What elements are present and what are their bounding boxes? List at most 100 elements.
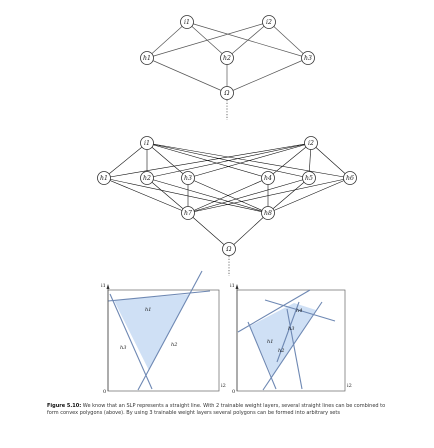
node-label: h2 <box>223 55 231 62</box>
net2-edge <box>267 142 312 179</box>
node-circle <box>181 206 195 220</box>
boundary-line <box>137 270 203 391</box>
node-label: h7 <box>184 210 192 217</box>
y-axis-arrowhead <box>106 284 110 289</box>
net1-edge <box>226 21 270 59</box>
node-label: i2 <box>308 140 314 147</box>
region-plot-right: h1 h2 h3 h4 i2 i1 0 <box>230 283 352 395</box>
network-1: i1 i2 h1 h2 h3 Ω <box>140 15 315 120</box>
net1-edge <box>268 21 309 59</box>
node-label: h5 <box>305 175 313 182</box>
node-circle <box>140 171 154 185</box>
net2-output: Ω <box>222 242 236 256</box>
node-circle <box>261 206 275 220</box>
net2-edge <box>267 177 310 214</box>
net2-hidden-h3: h3 <box>181 171 195 185</box>
net1-edge <box>146 21 188 59</box>
node-label: h3 <box>184 175 192 182</box>
node-label: h1 <box>100 175 108 182</box>
node-circle <box>220 86 234 100</box>
caption-text: We know that an SLP represents a straigh… <box>47 403 386 416</box>
net1-hidden-h1: h1 <box>140 51 154 65</box>
node-label: Ω <box>225 246 231 253</box>
node-label: Ω <box>223 90 229 97</box>
net2-edge <box>267 177 351 214</box>
net2-edge <box>228 212 269 250</box>
net1-hidden-h2: h2 <box>220 51 234 65</box>
point-label: h1 <box>145 307 151 313</box>
net2-hidden-h7: h7 <box>181 206 195 220</box>
net2-hidden-h8: h8 <box>261 206 275 220</box>
net1-input-i2: i2 <box>262 15 276 29</box>
net2-hidden-h4: h4 <box>261 171 275 185</box>
node-label: h2 <box>143 175 151 182</box>
boundary-line <box>237 289 311 333</box>
figure-caption: Figure 5.10: We know that an SLP represe… <box>47 403 397 417</box>
boundary-line <box>264 299 336 322</box>
node-circle <box>181 171 195 185</box>
node-circle <box>302 171 316 185</box>
net2-edge <box>146 142 189 179</box>
point-label: h1 <box>267 339 273 345</box>
node-label: i1 <box>184 19 190 26</box>
axis-label-y: i1 <box>101 283 106 289</box>
node-label: h1 <box>143 55 151 62</box>
node-label: h3 <box>304 55 312 62</box>
boundary-line <box>107 290 211 302</box>
network-2: i1 i2 h1 h2 h3 h4 h5 h6 <box>97 136 357 276</box>
node-label: i1 <box>144 140 150 147</box>
net2-edge <box>146 177 189 214</box>
net1-edge <box>146 21 270 59</box>
axis-label-y: i1 <box>230 283 235 289</box>
net2-edge <box>103 177 189 214</box>
y-axis-arrowhead <box>235 284 239 289</box>
node-circle <box>261 171 275 185</box>
figure: i1 i2 h1 h2 h3 Ω <box>97 15 357 395</box>
net2-edge <box>103 177 269 214</box>
net2-hidden-h5: h5 <box>302 171 316 185</box>
node-circle <box>220 51 234 65</box>
axis-label-x: i2 <box>221 383 226 389</box>
region-plot-left: h1 h2 h3 i2 i1 0 <box>101 270 226 395</box>
node-circle <box>301 51 315 65</box>
boundary-line <box>276 301 300 363</box>
point-label: h4 <box>296 308 302 314</box>
node-circle <box>304 136 318 150</box>
node-circle <box>343 171 357 185</box>
net2-edge <box>310 142 351 179</box>
convex-region <box>250 303 316 377</box>
caption-label: Figure 5.10: <box>47 403 82 409</box>
net2-input-i1: i1 <box>140 136 154 150</box>
node-circle <box>222 242 236 256</box>
node-circle <box>140 51 154 65</box>
net1-edge <box>226 57 309 94</box>
point-label: h2 <box>171 342 177 348</box>
convex-region <box>113 294 190 371</box>
net1-output: Ω <box>220 86 234 100</box>
axis-label-x: i2 <box>347 383 352 389</box>
net1-hidden-h3: h3 <box>301 51 315 65</box>
net2-edge <box>187 177 269 214</box>
net2-edge <box>187 177 310 214</box>
point-label: h3 <box>120 345 126 351</box>
boundary-line <box>286 308 303 390</box>
node-label: h4 <box>264 175 272 182</box>
origin-label: 0 <box>232 389 235 395</box>
net2-edge <box>187 142 312 179</box>
boundary-line <box>109 293 153 390</box>
net1-edges <box>146 21 309 120</box>
point-label: h2 <box>278 348 284 354</box>
node-label: h6 <box>346 175 354 182</box>
net2-hidden-h2: h2 <box>140 171 154 185</box>
net1-edge <box>146 57 228 94</box>
node-circle <box>262 15 276 29</box>
node-circle <box>140 136 154 150</box>
net2-edge <box>187 177 351 214</box>
net2-hidden-h1: h1 <box>97 171 111 185</box>
origin-label: 0 <box>103 389 106 395</box>
node-label: h8 <box>264 210 272 217</box>
boundary-line <box>262 301 323 391</box>
node-circle <box>97 171 111 185</box>
net2-edge <box>146 142 312 179</box>
net2-edge <box>103 142 312 179</box>
